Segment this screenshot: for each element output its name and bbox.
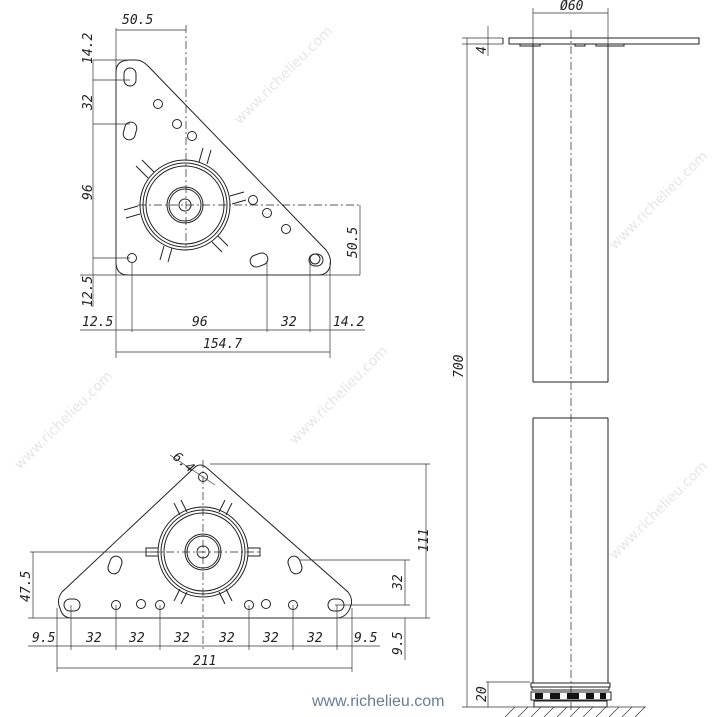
floor-hatching	[500, 706, 646, 717]
bottom-plate-outline	[57, 464, 353, 619]
bottom-dimension-lines	[28, 463, 430, 672]
leg-tube	[532, 44, 609, 683]
dim-edge-left: 9.5	[32, 631, 56, 646]
dim-edge-right: 9.5	[354, 631, 378, 646]
dim-foot: 20	[475, 686, 490, 702]
bottom-plate-view: 6.4 111 47.5 32 9.5 9.5 32 32 32 32 32 3…	[19, 450, 432, 672]
dim-left-a: 14.2	[81, 33, 96, 64]
watermark: www.richelieu.com	[607, 458, 712, 563]
bottom-holes	[63, 454, 345, 612]
dim-spacing: 32	[262, 631, 279, 646]
dim-hole: 6.4	[169, 450, 197, 477]
leg-mount-plate	[502, 37, 700, 45]
dim-bottom-a: 12.5	[82, 315, 113, 330]
dim-height-700: 700	[452, 354, 467, 378]
dim-overall: 154.7	[203, 337, 242, 352]
dim-height: 111	[417, 529, 432, 552]
watermark: www.richelieu.com	[287, 343, 392, 448]
dim-left-d: 12.5	[81, 276, 96, 307]
dim-overall-211: 211	[193, 654, 216, 669]
leg-dimension-lines	[462, 8, 609, 708]
watermark: www.richelieu.com	[232, 23, 337, 128]
dim-top-width: 50.5	[122, 13, 153, 28]
dim-spacing: 32	[128, 631, 145, 646]
brand-url: www.richelieu.com	[312, 693, 445, 710]
top-dimension-lines	[80, 28, 365, 358]
leg-side-view: Ø60 4 700 20	[452, 0, 700, 717]
dim-left-b: 32	[81, 94, 96, 111]
top-plate-view: 50.5 14.2 32 96 12.5 12.5 96 32 14.2 154…	[80, 13, 365, 358]
foot-pattern	[535, 693, 606, 699]
leg-foot	[530, 682, 612, 708]
dim-right-32: 32	[391, 574, 406, 591]
dim-right-9-5: 9.5	[391, 631, 406, 655]
dim-left-height: 47.5	[19, 571, 34, 602]
dim-spacing: 32	[173, 631, 190, 646]
dim-bottom-c: 32	[280, 315, 297, 330]
top-plate-outline	[115, 59, 331, 276]
watermark: www.richelieu.com	[12, 368, 117, 473]
dim-right: 50.5	[346, 227, 361, 258]
dim-left-c: 96	[81, 184, 96, 200]
dim-bottom-b: 96	[192, 315, 208, 330]
dim-spacing: 32	[306, 631, 323, 646]
top-holes	[122, 67, 324, 268]
dim-spacing: 32	[218, 631, 235, 646]
watermark: www.richelieu.com	[607, 148, 712, 253]
dim-spacing: 32	[85, 631, 102, 646]
dim-bottom-d: 14.2	[333, 315, 364, 330]
dim-diameter: Ø60	[560, 0, 584, 14]
dim-plate-thickness: 4	[475, 46, 490, 54]
